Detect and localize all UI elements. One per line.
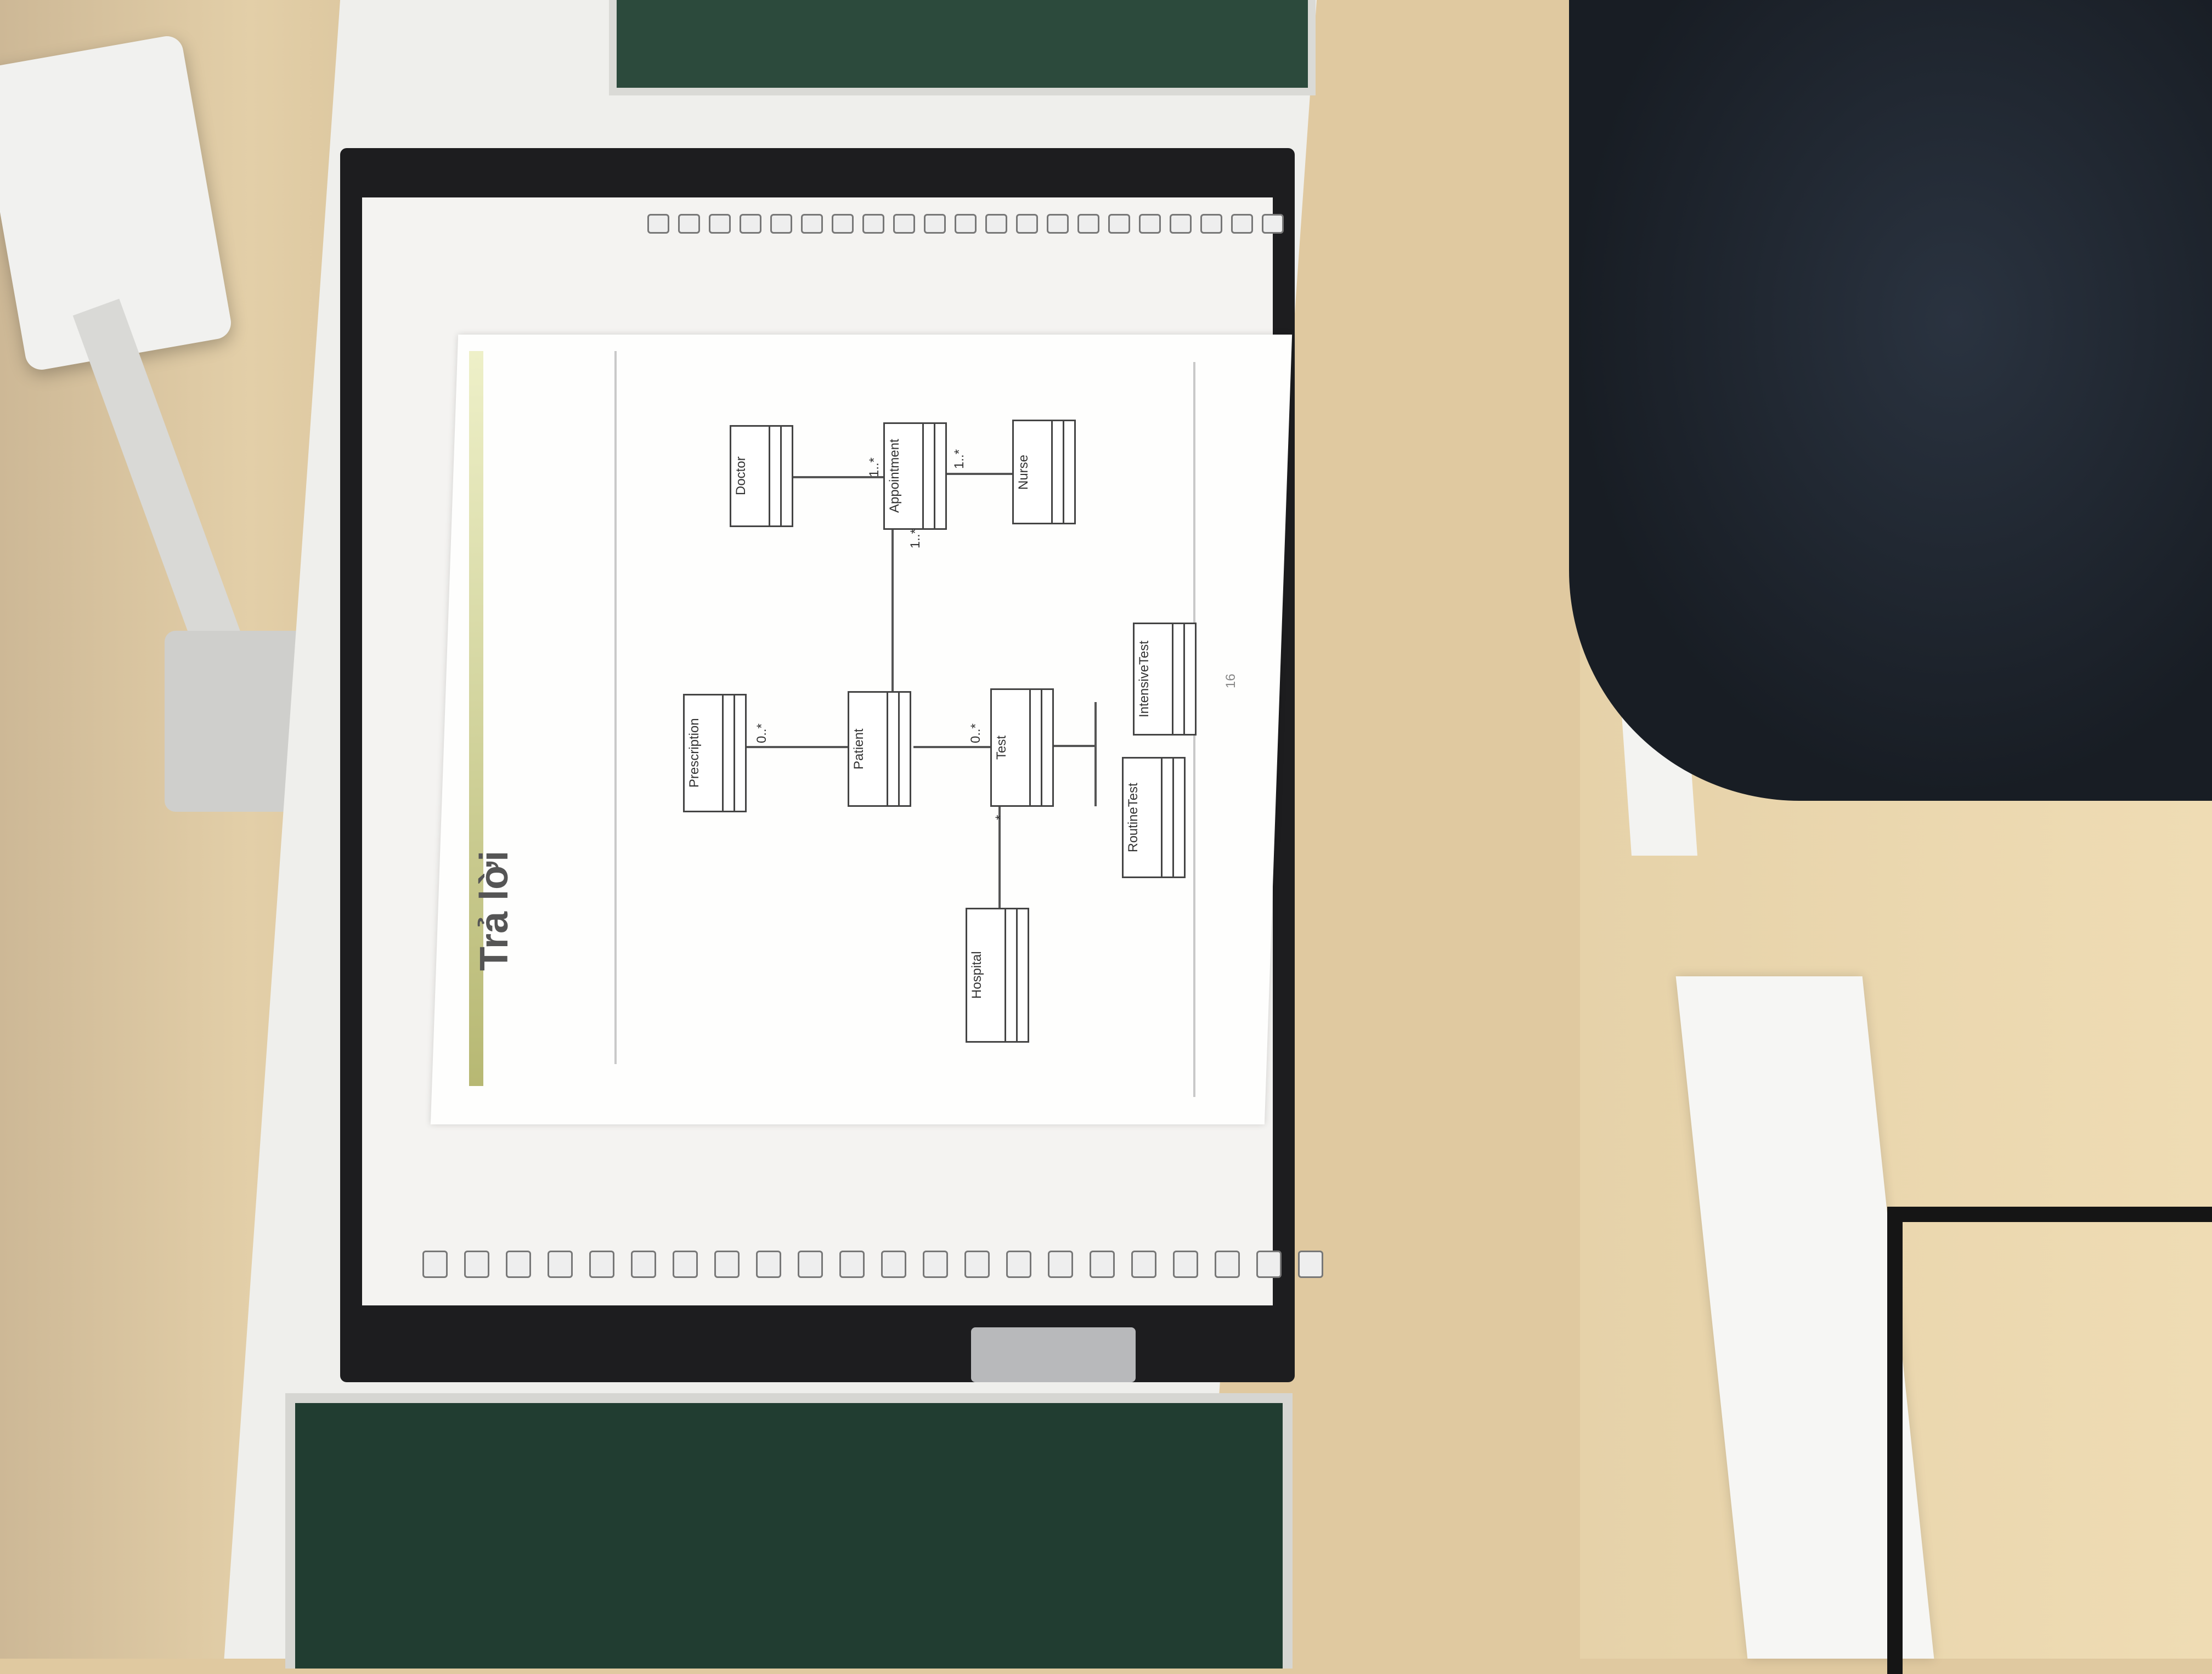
toolbar-button[interactable] [548,1251,573,1278]
toolbar-button[interactable] [647,214,669,234]
uml-class-appointment: Appointment [883,422,947,530]
uml-class-prescription: Prescription [683,694,747,812]
slide-title-rule [614,351,617,1064]
toolbar-button[interactable] [1131,1251,1156,1278]
toolbar-button[interactable] [740,214,761,234]
toolbar-button[interactable] [801,214,823,234]
uml-class-name: Prescription [687,718,702,788]
toolbar-button[interactable] [1262,214,1284,234]
toolbar-button[interactable] [1200,214,1222,234]
toolbar-button[interactable] [1298,1251,1323,1278]
toolbar-bottom [422,1251,1323,1278]
toolbar-button[interactable] [709,214,731,234]
association-test-hospital [998,801,1001,910]
toolbar-button[interactable] [798,1251,823,1278]
dark-coat [1569,0,2212,801]
multiplicity-label: 1..* [952,449,967,469]
toolbar-button[interactable] [1006,1251,1031,1278]
toolbar-button[interactable] [955,214,977,234]
chair [1887,1207,2212,1674]
generalization-branch [1094,702,1097,806]
toolbar-button[interactable] [673,1251,698,1278]
toolbar-button[interactable] [631,1251,656,1278]
toolbar-button[interactable] [756,1251,781,1278]
display-control-panel[interactable] [971,1327,1136,1382]
toolbar-button[interactable] [770,214,792,234]
uml-class-name: Nurse [1016,454,1031,490]
toolbar-button[interactable] [1108,214,1130,234]
slide-page-number: 16 [1223,674,1238,688]
uml-class-name: Patient [851,728,866,770]
association-appointment-nurse [944,473,1015,475]
association-doctor-appointment [757,476,889,478]
toolbar-button[interactable] [1048,1251,1073,1278]
chalkboard-bottom [285,1393,1293,1669]
toolbar-button[interactable] [893,214,915,234]
association-prescription-patient [746,746,850,748]
uml-class-routine-test: RoutineTest [1122,757,1186,878]
toolbar-button[interactable] [464,1251,489,1278]
multiplicity-label: 0..* [754,723,769,743]
association-appointment-patient [891,527,894,691]
toolbar-top [647,214,1284,234]
toolbar-button[interactable] [589,1251,614,1278]
chalkboard-top [609,0,1316,95]
multiplicity-label: 0..* [968,723,983,743]
uml-class-name: RoutineTest [1126,783,1141,852]
toolbar-button[interactable] [678,214,700,234]
uml-class-nurse: Nurse [1012,420,1076,524]
uml-class-test: Test [990,688,1054,807]
toolbar-button[interactable] [1173,1251,1198,1278]
multiplicity-label: * [993,815,1008,820]
toolbar-button[interactable] [1231,214,1253,234]
uml-class-name: Test [994,736,1009,760]
multiplicity-label: 1..* [867,457,882,477]
toolbar-button[interactable] [881,1251,906,1278]
uml-class-intensive-test: IntensiveTest [1133,623,1197,736]
toolbar-button[interactable] [1215,1251,1240,1278]
toolbar-button[interactable] [1047,214,1069,234]
uml-class-name: Hospital [969,951,984,999]
uml-class-name: Appointment [887,439,902,513]
toolbar-button[interactable] [714,1251,740,1278]
toolbar-button[interactable] [1077,214,1099,234]
toolbar-button[interactable] [832,214,854,234]
toolbar-button[interactable] [1090,1251,1115,1278]
toolbar-button[interactable] [506,1251,531,1278]
uml-class-patient: Patient [848,691,911,807]
toolbar-button[interactable] [964,1251,990,1278]
uml-class-hospital: Hospital [966,908,1029,1043]
slide-title: Trả lời [472,850,516,971]
uml-class-doctor: Doctor [730,425,793,527]
toolbar-button[interactable] [1016,214,1038,234]
uml-class-name: Doctor [733,456,748,496]
generalization-test [1051,745,1094,747]
multiplicity-label: 1..* [908,528,923,548]
toolbar-button[interactable] [839,1251,865,1278]
toolbar-button[interactable] [862,214,884,234]
uml-class-name: IntensiveTest [1137,640,1152,718]
toolbar-button[interactable] [1256,1251,1282,1278]
toolbar-button[interactable] [923,1251,948,1278]
toolbar-button[interactable] [1170,214,1192,234]
toolbar-button[interactable] [1139,214,1161,234]
toolbar-button[interactable] [422,1251,448,1278]
association-patient-test [913,746,990,748]
slide-accent-bar [469,351,483,1086]
toolbar-button[interactable] [924,214,946,234]
toolbar-button[interactable] [985,214,1007,234]
